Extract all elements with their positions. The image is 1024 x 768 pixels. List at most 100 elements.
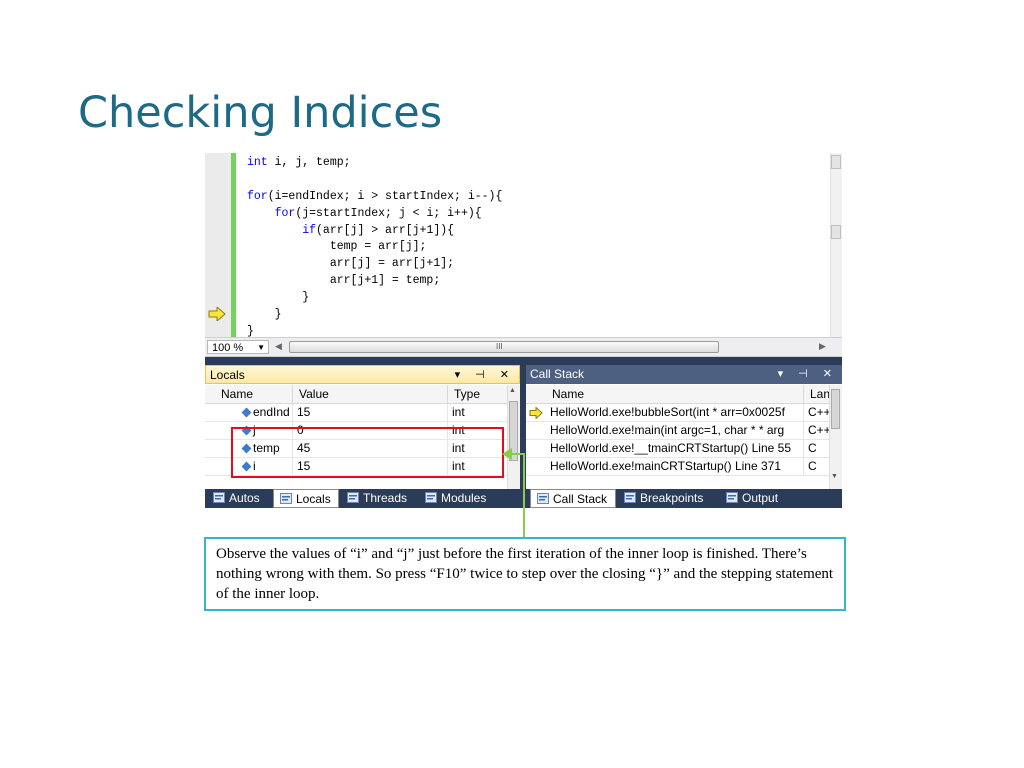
- tab-threads[interactable]: Threads: [341, 489, 417, 508]
- scroll-up-icon[interactable]: ▲: [509, 387, 516, 394]
- variable-name-text: endInd: [253, 405, 290, 419]
- split-handle[interactable]: [831, 155, 841, 169]
- pane-splitter[interactable]: [205, 357, 842, 365]
- call-stack-icon: [537, 493, 549, 505]
- code-token: }: [247, 308, 282, 322]
- left-tab-strip: Autos Locals Threads Modules: [205, 489, 520, 508]
- editor-vertical-scrollbar[interactable]: [830, 153, 842, 337]
- table-row[interactable]: HelloWorld.exe!main(int argc=1, char * *…: [526, 422, 842, 440]
- chevron-down-icon: ▼: [257, 343, 265, 352]
- scroll-left-icon[interactable]: ◀: [275, 341, 282, 351]
- highlight-box: [231, 427, 504, 478]
- table-row[interactable]: HelloWorld.exe!__tmainCRTStartup() Line …: [526, 440, 842, 458]
- pane-controls[interactable]: ▾ ⊣ ✕: [454, 369, 515, 381]
- frame-name: HelloWorld.exe!main(int argc=1, char * *…: [546, 422, 804, 439]
- locals-scrollbar[interactable]: ▲: [507, 385, 520, 489]
- code-keyword: for: [274, 206, 296, 220]
- code-line: }: [247, 324, 502, 341]
- code-line: temp = arr[j];: [247, 239, 502, 256]
- column-name[interactable]: Name: [215, 385, 293, 404]
- next-statement-arrow-icon: [208, 307, 226, 321]
- code-line: for(i=endIndex; i > startIndex; i--){: [247, 189, 502, 206]
- pane-divider[interactable]: [520, 365, 526, 508]
- slide-title: Checking Indices: [78, 88, 443, 138]
- code-line: }: [247, 290, 502, 307]
- variable-value[interactable]: 15: [293, 458, 448, 475]
- tab-autos[interactable]: Autos: [207, 489, 271, 508]
- horizontal-scroll-thumb[interactable]: III: [289, 341, 719, 353]
- variable-name-text: temp: [253, 441, 280, 455]
- variable-type: int: [448, 404, 508, 421]
- code-keyword: for: [247, 189, 268, 203]
- call-stack-pane-header: Call Stack ▾ ⊣ ✕: [526, 365, 842, 384]
- variable-name: endInd: [231, 404, 293, 421]
- code-token: [247, 207, 275, 220]
- code-line: if(arr[j] > arr[j+1]){: [247, 223, 502, 240]
- code-token: (i=endIndex; i > startIndex; i--){: [267, 189, 503, 203]
- code-keyword: if: [302, 223, 317, 237]
- code-line: arr[j+1] = temp;: [247, 273, 502, 290]
- connector-line: [523, 455, 525, 537]
- code-token: }: [247, 291, 310, 305]
- tab-call-stack[interactable]: Call Stack: [530, 489, 616, 508]
- code-line: int i, j, temp;: [247, 155, 502, 172]
- tab-label: Autos: [229, 491, 260, 505]
- tab-label: Call Stack: [553, 492, 608, 506]
- breakpoints-icon: [624, 492, 636, 504]
- scroll-thumb[interactable]: [831, 225, 841, 239]
- code-token: (j=startIndex; j < i; i++){: [295, 206, 482, 220]
- column-value[interactable]: Value: [293, 385, 448, 404]
- locals-column-header: Name Value Type: [205, 385, 520, 404]
- modules-icon: [425, 492, 437, 504]
- change-indicator-bar: [231, 153, 236, 337]
- column-type[interactable]: Type: [448, 385, 508, 404]
- frame-language: C: [804, 440, 830, 457]
- variable-name: i: [231, 458, 293, 475]
- column-lang[interactable]: Lang: [804, 385, 830, 404]
- code-token: temp = arr[j];: [247, 240, 427, 254]
- code-line: [247, 172, 502, 189]
- call-stack-pane-title: Call Stack: [530, 367, 585, 381]
- variable-value[interactable]: 0: [293, 422, 448, 439]
- annotation-callout: Observe the values of “i” and “j” just b…: [204, 537, 846, 611]
- variable-value[interactable]: 45: [293, 440, 448, 457]
- locals-scroll-thumb[interactable]: [509, 401, 518, 461]
- code-line: for(j=startIndex; j < i; i++){: [247, 206, 502, 223]
- pane-controls[interactable]: ▾ ⊣ ✕: [777, 368, 838, 380]
- code-line: }: [247, 307, 502, 324]
- current-frame-arrow-icon: [529, 407, 543, 419]
- variable-value[interactable]: 15: [293, 404, 448, 421]
- debugger-screenshot: int i, j, temp;for(i=endIndex; i > start…: [205, 153, 842, 508]
- frame-name: HelloWorld.exe!__tmainCRTStartup() Line …: [546, 440, 804, 457]
- call-stack-column-header: Name Lang: [526, 385, 842, 404]
- tab-output[interactable]: Output: [720, 489, 790, 508]
- tab-label: Locals: [296, 492, 331, 506]
- scroll-right-icon[interactable]: ▶: [819, 341, 826, 351]
- tab-label: Modules: [441, 491, 487, 505]
- zoom-select[interactable]: 100 %▼: [207, 340, 269, 354]
- call-stack-scrollbar[interactable]: ▼: [829, 385, 842, 489]
- table-row[interactable]: HelloWorld.exe!mainCRTStartup() Line 371…: [526, 458, 842, 476]
- tab-modules[interactable]: Modules: [419, 489, 503, 508]
- variable-name: j: [231, 422, 293, 439]
- variable-name-text: i: [253, 459, 256, 473]
- threads-icon: [347, 492, 359, 504]
- column-name[interactable]: Name: [546, 385, 804, 404]
- scroll-down-icon[interactable]: ▼: [831, 473, 838, 480]
- tab-locals[interactable]: Locals: [273, 489, 339, 508]
- tab-breakpoints[interactable]: Breakpoints: [618, 489, 718, 508]
- code-keyword: int: [247, 156, 268, 169]
- output-icon: [726, 492, 738, 504]
- table-row[interactable]: HelloWorld.exe!bubbleSort(int * arr=0x00…: [526, 404, 842, 422]
- frame-name: HelloWorld.exe!bubbleSort(int * arr=0x00…: [546, 404, 804, 421]
- code-editor[interactable]: int i, j, temp;for(i=endIndex; i > start…: [205, 153, 842, 338]
- call-stack-scroll-thumb[interactable]: [831, 389, 840, 429]
- frame-language: C++: [804, 404, 830, 421]
- code-token: }: [247, 324, 254, 338]
- frame-language: C++: [804, 422, 830, 439]
- frame-language: C: [804, 458, 830, 475]
